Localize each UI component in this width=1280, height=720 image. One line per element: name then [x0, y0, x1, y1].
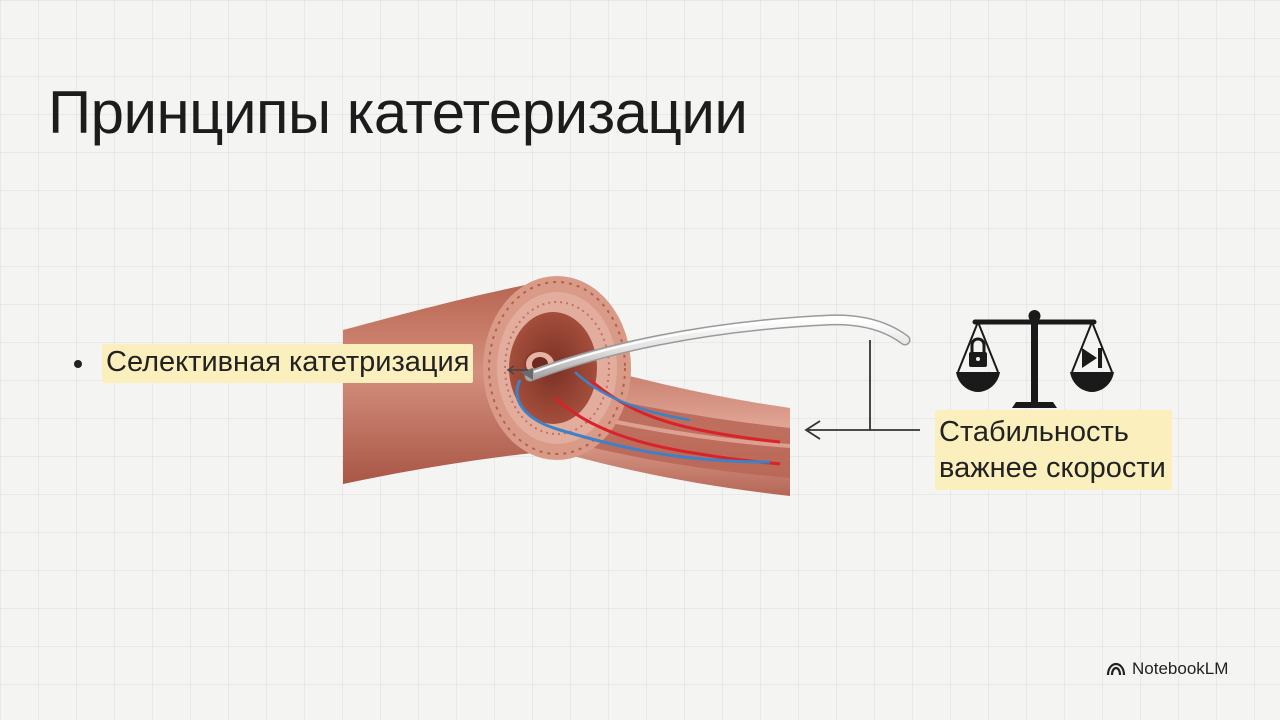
bullet-dot	[74, 359, 82, 368]
brand-label: NotebookLM	[1132, 659, 1229, 678]
bullet-item: Селективная катетризация	[74, 344, 474, 383]
lock-icon	[969, 337, 987, 367]
balance-scale-icon	[956, 310, 1114, 408]
page-title: Принципы катетеризации	[48, 79, 748, 146]
catheter-tip	[520, 368, 533, 380]
callout-box: Стабильность важнее скорости	[935, 410, 1172, 490]
bullet-label: Селективная катетризация	[102, 344, 474, 383]
notebooklm-logo-icon	[1106, 662, 1126, 676]
vein-line	[515, 379, 771, 464]
callout-line-1: Стабильность	[939, 416, 1129, 448]
skip-forward-icon	[1082, 348, 1102, 368]
brand-watermark: NotebookLM	[1106, 659, 1228, 679]
callout-line-2: важнее скорости	[939, 452, 1166, 484]
